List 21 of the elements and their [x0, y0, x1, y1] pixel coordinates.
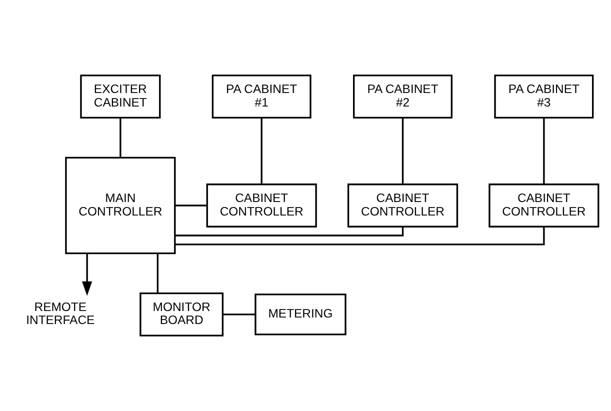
node-text: REMOTE INTERFACE — [26, 300, 95, 328]
node-box: CABINET CONTROLLER — [206, 184, 317, 228]
node-box: CABINET CONTROLLER — [488, 184, 600, 228]
connector — [402, 118, 404, 184]
arrow — [82, 254, 92, 296]
node-box: MAIN CONTROLLER — [65, 156, 176, 254]
connector — [120, 118, 122, 158]
connector — [222, 314, 256, 316]
connector — [175, 204, 207, 206]
connector — [156, 254, 158, 294]
node-box: PA CABINET #3 — [494, 74, 594, 119]
connector — [260, 118, 262, 184]
node-box: PA CABINET #1 — [212, 74, 312, 119]
node-box: EXCITER CABINET — [80, 74, 161, 119]
node-box: CABINET CONTROLLER — [347, 184, 458, 228]
node-box: MONITOR BOARD — [140, 292, 224, 336]
connector — [175, 226, 404, 236]
node-box: PA CABINET #2 — [353, 74, 452, 119]
node-box: METERING — [254, 294, 346, 336]
connector — [174, 226, 545, 246]
connector — [543, 118, 545, 184]
